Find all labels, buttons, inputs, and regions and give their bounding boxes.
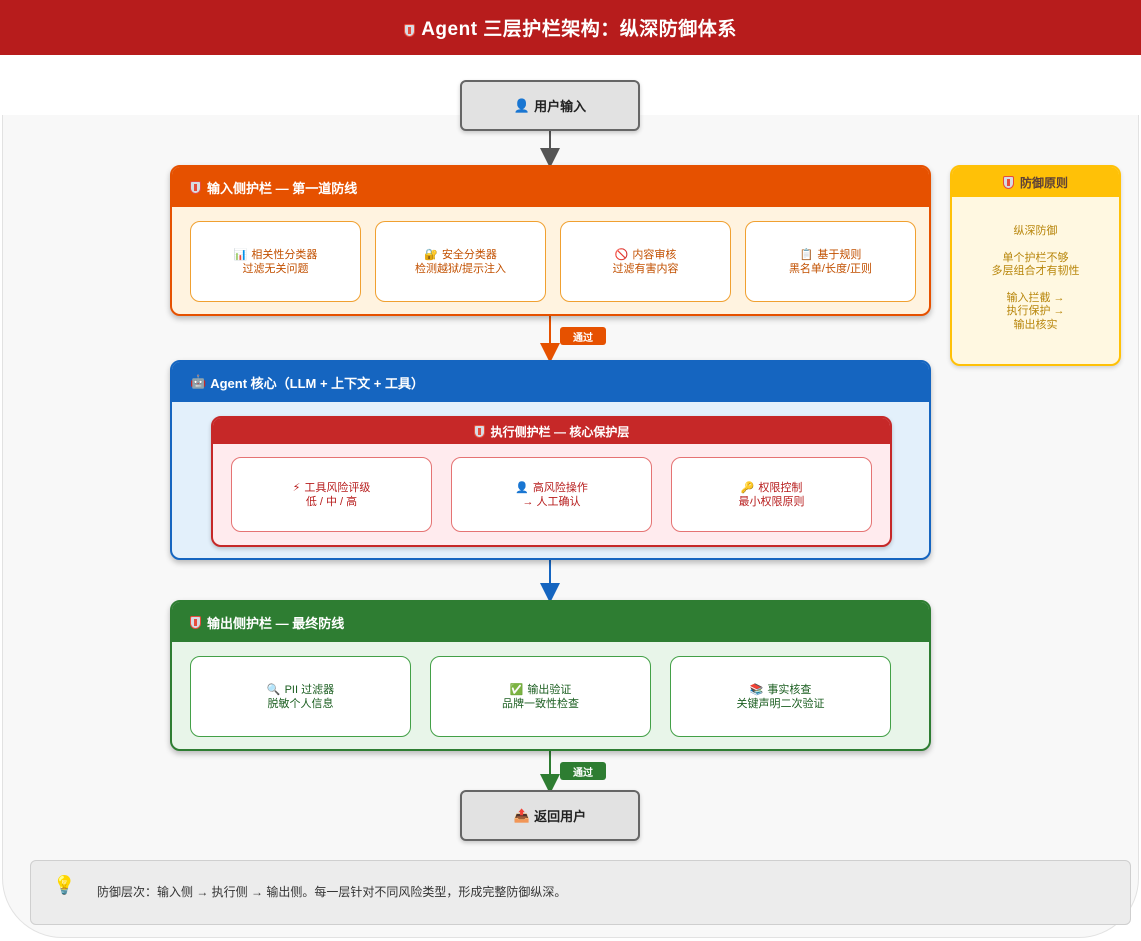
clipboard-icon: 📋	[799, 248, 814, 261]
exec-guard-header: 执行侧护栏 — 核心保护层	[213, 418, 890, 444]
card-title: PII 过滤器	[284, 683, 335, 696]
user-input-label: 用户输入	[534, 99, 587, 114]
principle-line: 输出核实	[1013, 318, 1058, 331]
card-title: 内容审核	[632, 248, 677, 261]
agent-core-header: 🤖 Agent 核心（LLM + 上下文 + 工具）	[172, 362, 929, 402]
outbox-icon: 📤	[513, 807, 531, 823]
agent-core-title: Agent 核心（LLM + 上下文 + 工具）	[210, 375, 424, 391]
card-desc: 品牌一致性检查	[502, 697, 579, 710]
card-title: 安全分类器	[441, 248, 497, 261]
diagram-header: Agent 三层护栏架构：纵深防御体系	[0, 0, 1141, 55]
shield-icon	[1002, 175, 1014, 189]
card-desc: 最小权限原则	[738, 495, 805, 508]
exec-guard-title: 执行侧护栏 — 核心保护层	[490, 424, 630, 439]
return-user-node: 📤 返回用户	[460, 790, 640, 841]
card-desc: 过滤无关问题	[242, 262, 309, 275]
principle-panel: 防御原则 纵深防御 单个护栏不够 多层组合才有韧性 输入拦截 → 执行保护 → …	[950, 165, 1121, 366]
output-guard-panel: 输出侧护栏 — 最终防线 🔍PII 过滤器 脱敏个人信息 ✅输出验证 品牌一致性…	[170, 600, 931, 751]
prohibited-icon: 🚫	[614, 248, 629, 261]
output-guard-header: 输出侧护栏 — 最终防线	[172, 602, 929, 642]
principle-body: 纵深防御 单个护栏不够 多层组合才有韧性 输入拦截 → 执行保护 → 输出核实	[952, 225, 1119, 332]
principle-line: 多层组合才有韧性	[991, 265, 1080, 277]
exec-guard-card: 🔑权限控制 最小权限原则	[671, 457, 872, 532]
chart-icon: 📊	[233, 248, 248, 261]
exec-guard-card: ⚡工具风险评级 低 / 中 / 高	[231, 457, 432, 532]
lightbulb-icon: 💡	[53, 875, 76, 895]
input-guard-card: 🔐安全分类器 检测越狱/提示注入	[375, 221, 546, 302]
card-desc: 关键声明二次验证	[736, 697, 825, 710]
input-guard-title: 输入侧护栏 — 第一道防线	[207, 180, 358, 196]
key-icon: 🔑	[740, 481, 755, 494]
output-guard-card: ✅输出验证 品牌一致性检查	[430, 656, 651, 737]
diagram-title: Agent 三层护栏架构：纵深防御体系	[404, 14, 737, 41]
exec-guard-card: 👤高风险操作 → 人工确认	[451, 457, 652, 532]
output-guard-card: 📚事实核查 关键声明二次验证	[670, 656, 891, 737]
card-title: 输出验证	[527, 683, 572, 696]
input-guard-card: 📋基于规则 黑名单/长度/正则	[745, 221, 916, 302]
card-title: 高风险操作	[532, 481, 588, 494]
return-user-label: 返回用户	[534, 809, 587, 824]
principle-line: 单个护栏不够	[1002, 251, 1069, 264]
pass-tag-output: 通过	[560, 762, 606, 780]
robot-icon: 🤖	[190, 374, 207, 389]
footer-text: 防御层次：输入侧 → 执行侧 → 输出侧。每一层针对不同风险类型，形成完整防御纵…	[97, 885, 567, 899]
card-desc: 脱敏个人信息	[267, 697, 334, 710]
card-title: 基于规则	[817, 248, 862, 261]
card-desc: 过滤有害内容	[612, 262, 679, 275]
lock-icon: 🔐	[424, 248, 438, 261]
input-guard-card: 📊相关性分类器 过滤无关问题	[190, 221, 361, 302]
output-guard-title: 输出侧护栏 — 最终防线	[207, 615, 345, 631]
input-guard-header: 输入侧护栏 — 第一道防线	[172, 167, 929, 207]
card-title: 相关性分类器	[251, 248, 318, 261]
card-desc: 检测越狱/提示注入	[414, 262, 507, 275]
principle-line: 执行保护 →	[1006, 305, 1065, 317]
magnifier-icon: 🔍	[266, 683, 281, 696]
shield-icon	[473, 424, 485, 438]
shield-icon	[404, 24, 416, 37]
principle-header: 防御原则	[952, 167, 1119, 197]
shield-icon	[190, 615, 201, 629]
person-icon: 👤	[515, 481, 529, 494]
footer-note: 💡 防御层次：输入侧 → 执行侧 → 输出侧。每一层针对不同风险类型，形成完整防…	[30, 860, 1131, 925]
shield-icon	[190, 180, 201, 194]
exec-guard-panel: 执行侧护栏 — 核心保护层 ⚡工具风险评级 低 / 中 / 高 👤高风险操作 →…	[211, 416, 892, 547]
lightning-icon: ⚡	[292, 481, 301, 494]
output-guard-card: 🔍PII 过滤器 脱敏个人信息	[190, 656, 411, 737]
card-desc: → 人工确认	[522, 495, 581, 508]
principle-line: 纵深防御	[1013, 225, 1058, 237]
user-input-node: 👤 用户输入	[460, 80, 640, 131]
card-desc: 黑名单/长度/正则	[788, 262, 873, 275]
card-title: 权限控制	[758, 481, 803, 494]
check-icon: ✅	[509, 683, 524, 696]
diagram-title-text: Agent 三层护栏架构：纵深防御体系	[421, 19, 737, 40]
principle-title: 防御原则	[1019, 175, 1068, 190]
input-guard-panel: 输入侧护栏 — 第一道防线 📊相关性分类器 过滤无关问题 🔐安全分类器 检测越狱…	[170, 165, 931, 316]
card-desc: 低 / 中 / 高	[305, 495, 358, 508]
input-guard-card: 🚫内容审核 过滤有害内容	[560, 221, 731, 302]
principle-line: 输入拦截 →	[1006, 291, 1065, 304]
pass-tag-input: 通过	[560, 327, 606, 345]
user-icon: 👤	[513, 97, 531, 113]
card-title: 工具风险评级	[304, 481, 371, 494]
agent-core-panel: 🤖 Agent 核心（LLM + 上下文 + 工具） 执行侧护栏 — 核心保护层…	[170, 360, 931, 560]
books-icon: 📚	[749, 683, 764, 696]
card-title: 事实核查	[767, 683, 812, 696]
